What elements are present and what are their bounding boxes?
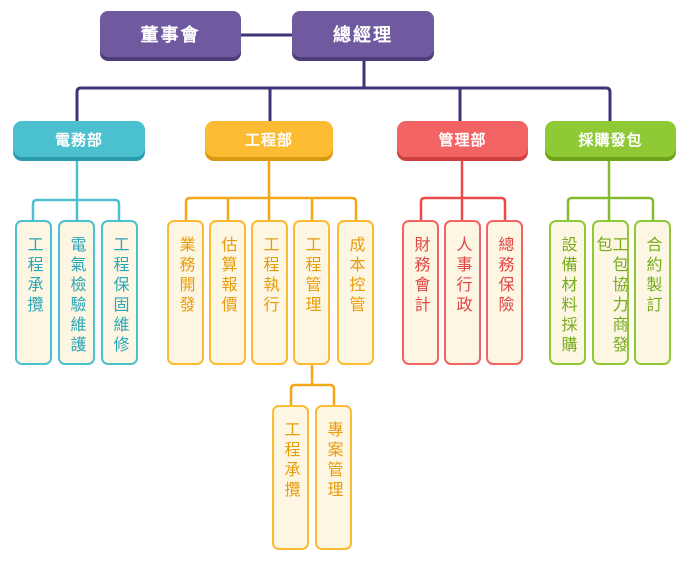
dept-electrical-label: 電務部 <box>54 130 103 149</box>
dept-procurement-box: 採購發包 <box>545 121 676 157</box>
leaf-box: 業務開發 <box>167 220 204 365</box>
dept-engineering-label: 工程部 <box>244 130 293 149</box>
dept-1-connectors <box>31 160 121 220</box>
leaf-label: 設備材料採購 <box>558 236 578 356</box>
leaf-box: 工程保固維修 <box>101 220 138 365</box>
leaf-box: 工程管理 <box>293 220 330 365</box>
leaf-label: 業務開發 <box>176 236 196 316</box>
dept-engineering-box: 工程部 <box>205 121 333 157</box>
dept-procurement-label: 採購發包 <box>578 130 643 149</box>
leaf-label: 電氣檢驗維護 <box>67 236 87 356</box>
sub-leaf-box: 工程承攬 <box>272 405 309 550</box>
leaf-box: 電氣檢驗維護 <box>58 220 95 365</box>
sub-leaf-box: 專案管理 <box>315 405 352 550</box>
leaf-box: 工包協力商發包 <box>592 220 629 365</box>
board-label: 董事會 <box>140 25 201 46</box>
sub-leaf-label: 專案管理 <box>324 421 344 501</box>
leaf-label: 估算報價 <box>218 236 238 316</box>
leaf-box: 總務保險 <box>486 220 523 365</box>
leaf-box: 成本控管 <box>337 220 374 365</box>
leaf-box: 設備材料採購 <box>549 220 586 365</box>
dept-4-connectors <box>566 160 655 220</box>
leaf-box: 人事行政 <box>444 220 481 365</box>
leaf-label: 工程承攬 <box>24 236 44 316</box>
general-manager-box: 總經理 <box>292 11 434 57</box>
dept-3-connectors <box>419 160 507 220</box>
general-manager-label: 總經理 <box>333 25 393 46</box>
leaf-label: 工程保固維修 <box>110 236 130 356</box>
sub-leaf-label: 工程承攬 <box>281 421 301 501</box>
board-box: 董事會 <box>100 11 241 57</box>
dept-electrical-box: 電務部 <box>13 121 145 157</box>
leaf-label: 工包協力商發包 <box>593 236 629 356</box>
leaf-box: 工程承攬 <box>15 220 52 365</box>
dept-management-label: 管理部 <box>438 130 487 149</box>
top-connectors <box>75 33 612 121</box>
dept-2-connectors <box>184 160 358 405</box>
leaf-label: 成本控管 <box>346 236 366 316</box>
gm-dept-connector <box>75 58 612 121</box>
leaf-label: 人事行政 <box>453 236 473 316</box>
leaf-label: 工程執行 <box>260 236 280 316</box>
leaf-box: 合約製訂 <box>634 220 671 365</box>
leaf-label: 財務會計 <box>411 236 431 316</box>
dept-management-box: 管理部 <box>397 121 528 157</box>
leaf-label: 工程管理 <box>302 236 322 316</box>
leaf-label: 合約製訂 <box>643 236 663 316</box>
leaf-box: 財務會計 <box>402 220 439 365</box>
leaf-box: 工程執行 <box>251 220 288 365</box>
leaf-label: 總務保險 <box>495 236 515 316</box>
leaf-box: 估算報價 <box>209 220 246 365</box>
